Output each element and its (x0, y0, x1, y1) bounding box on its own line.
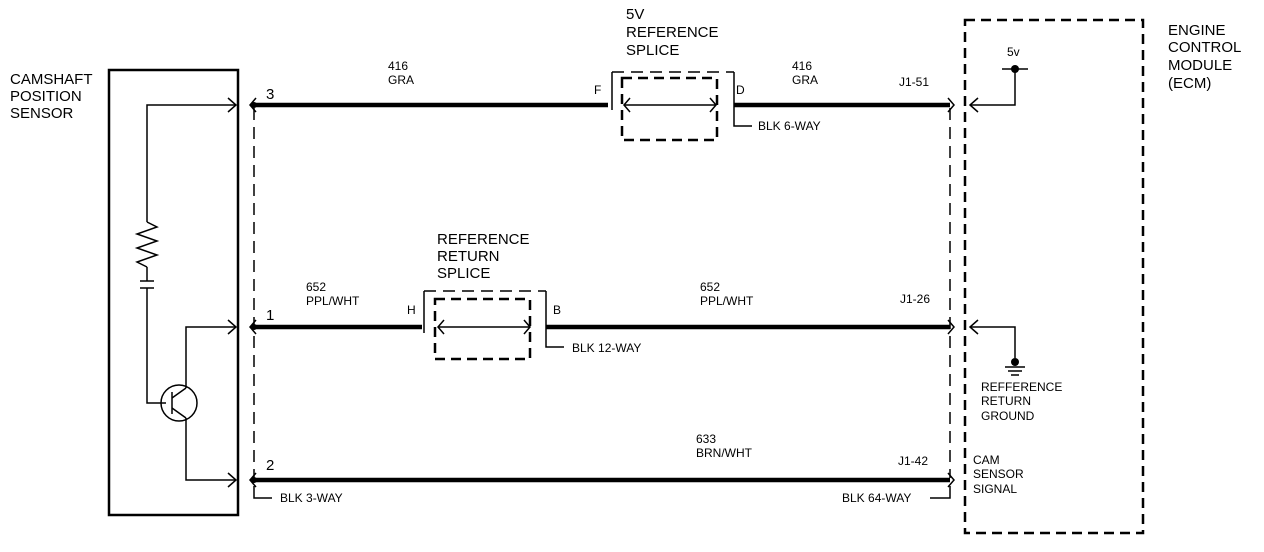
ecm-connector-leader (930, 486, 951, 499)
wire-633-circuit: 633 (696, 432, 716, 446)
splice-5v-pin-f: F (594, 83, 601, 97)
wire-652-circuit-left: 652 (306, 280, 326, 294)
ground-label-line3: GROUND (981, 409, 1035, 423)
ecm-label-line3: MODULE (1168, 57, 1232, 74)
splice-return-title-line1: REFERENCE (437, 231, 530, 248)
splice-5v-right-arrow-icon (709, 97, 717, 113)
pin3-label: 3 (266, 86, 274, 103)
sensor-label-line2: POSITION (10, 88, 82, 105)
pin2-arrow-icon (227, 472, 238, 488)
splice-5v-box (620, 76, 719, 142)
splice-return-pin-h: H (407, 303, 416, 317)
supply-lead (970, 69, 1016, 106)
wire-652-color-right: PPL/WHT (700, 294, 754, 308)
pin1-arrow-icon (227, 319, 238, 335)
splice-5v-title-line2: REFERENCE (626, 24, 719, 41)
pin2-terminal (251, 477, 257, 483)
splice-reference-return (423, 290, 564, 361)
pin3-terminal (251, 102, 257, 108)
sensor-label-line3: SENSOR (10, 105, 74, 122)
wire-633 (249, 472, 955, 499)
wire-416-circuit-left: 416 (388, 59, 408, 73)
j1-26-connector-icon (947, 319, 955, 335)
sensor-pin2-lead (185, 418, 236, 481)
splice-5v-title-line1: 5V (626, 6, 644, 23)
transistor-collector (171, 387, 187, 399)
ground-lead (970, 326, 1016, 358)
camshaft-sensor (107, 68, 240, 517)
ecm-pin-j1-51: J1-51 (899, 75, 929, 89)
ground-label-line2: RETURN (981, 394, 1031, 408)
ecm-pin-j1-26: J1-26 (900, 292, 930, 306)
sensor-connector-leader (253, 486, 272, 499)
splice-5v-connector-label: BLK 6-WAY (758, 119, 821, 133)
splice-5v-reference (611, 71, 752, 142)
ecm-label-line1: ENGINE (1168, 22, 1226, 39)
j1-42-connector-icon (947, 472, 955, 488)
ecm-box (963, 18, 1145, 535)
sensor-connector-label: BLK 3-WAY (280, 491, 343, 505)
pin1-label: 1 (266, 307, 274, 324)
transistor-emitter (171, 407, 187, 419)
transistor-icon (160, 384, 198, 422)
splice-return-pin-b: B (553, 303, 561, 317)
sensor-pin3-lead (146, 104, 236, 222)
ecm-label-line2: CONTROL (1168, 39, 1241, 56)
splice-5v-connector-leader (733, 110, 752, 127)
signal-label-line3: SIGNAL (973, 482, 1017, 496)
wire-416-color-right: GRA (792, 73, 818, 87)
splice-return-box (433, 297, 532, 361)
ground-label-line1: REFFERENCE (981, 380, 1062, 394)
splice-return-title-line3: SPLICE (437, 265, 490, 282)
signal-label-line1: CAM (973, 453, 1000, 467)
wire-633-color: BRN/WHT (696, 446, 753, 460)
sensor-box (107, 68, 240, 517)
wire-416 (249, 97, 955, 113)
pin2-label: 2 (266, 457, 274, 474)
splice-return-left-arrow-icon (437, 319, 445, 335)
ecm-connector-label: BLK 64-WAY (842, 491, 911, 505)
wire-652-color-left: PPL/WHT (306, 294, 360, 308)
ground-arrow-icon (968, 319, 979, 335)
splice-5v-pin-d: D (736, 83, 745, 97)
splice-return-connector-leader (545, 333, 564, 348)
ecm-module (963, 18, 1145, 535)
ecm-pin-j1-42: J1-42 (898, 454, 928, 468)
supply-arrow-icon (968, 97, 979, 113)
pin2-connector-icon (249, 472, 257, 488)
sensor-label-line1: CAMSHAFT (10, 71, 93, 88)
splice-5v-left-arrow-icon (623, 97, 631, 113)
wire-416-circuit-right: 416 (792, 59, 812, 73)
wire-652-circuit-right: 652 (700, 280, 720, 294)
pin1-terminal (251, 324, 257, 330)
signal-label-line2: SENSOR (973, 467, 1024, 481)
ground-node (1011, 358, 1019, 366)
pin3-arrow-icon (227, 97, 238, 113)
splice-return-connector-label: BLK 12-WAY (572, 341, 641, 355)
j1-51-connector-icon (947, 97, 955, 113)
sensor-pin1-lead (185, 326, 236, 388)
wire-652 (249, 319, 955, 335)
wire-416-color-left: GRA (388, 73, 414, 87)
supply-5v-label: 5v (1007, 45, 1020, 59)
pin1-connector-icon (249, 319, 257, 335)
resistor-icon (134, 221, 160, 268)
pin3-connector-icon (249, 97, 257, 113)
ecm-label-line4: (ECM) (1168, 75, 1211, 92)
splice-5v-title-line3: SPLICE (626, 42, 679, 59)
sensor-emitter-lead (146, 288, 166, 404)
splice-return-right-arrow-icon (523, 319, 531, 335)
splice-return-title-line2: RETURN (437, 248, 500, 265)
